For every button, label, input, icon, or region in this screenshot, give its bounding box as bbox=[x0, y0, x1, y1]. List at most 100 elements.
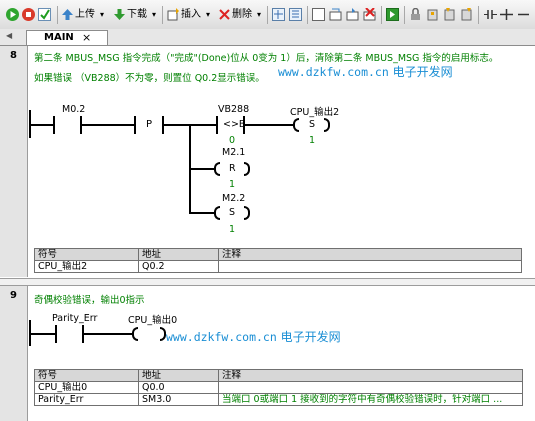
network-9-number: 9 bbox=[10, 290, 17, 301]
contact-icon[interactable] bbox=[484, 8, 497, 21]
compare-value: 0 bbox=[229, 135, 236, 146]
insert-button[interactable]: 插入 bbox=[181, 9, 201, 20]
coil-m22-op[interactable]: S bbox=[229, 207, 236, 218]
network-separator bbox=[0, 278, 535, 286]
table-row[interactable]: Parity_Err SM3.0 当端口 0或端口 1 接收到的字符中有奇偶校验… bbox=[34, 393, 523, 406]
toolbar-separator bbox=[478, 6, 479, 24]
bookmark-icon[interactable] bbox=[426, 8, 439, 21]
download-dropdown-icon[interactable]: ▾ bbox=[152, 10, 157, 19]
watermark-2: www.dzkfw.com.cn 电子开发网 bbox=[166, 328, 341, 345]
network-9-comment-line1: 奇偶校验错误，输出0指示 bbox=[34, 295, 145, 306]
delete-network-icon[interactable] bbox=[363, 7, 376, 21]
contact-m02-left[interactable] bbox=[53, 116, 55, 134]
coil-cpu-out0-label[interactable]: CPU_输出0 bbox=[128, 315, 178, 326]
tab-main[interactable]: MAIN × bbox=[26, 30, 108, 45]
delete-dropdown-icon[interactable]: ▾ bbox=[257, 10, 262, 19]
contact-parity-label[interactable]: Parity_Err bbox=[52, 313, 98, 324]
contact-m02-right[interactable] bbox=[80, 116, 82, 134]
cell-symbol: CPU_输出2 bbox=[34, 260, 139, 273]
wire bbox=[82, 124, 134, 126]
toolbar-separator bbox=[162, 6, 163, 24]
compare-label[interactable]: VB288 bbox=[218, 104, 250, 115]
cell-comment: 当端口 0或端口 1 接收到的字符中有奇偶校验错误时，针对端口 ... bbox=[218, 393, 523, 406]
network-view-icon[interactable] bbox=[272, 8, 285, 21]
network-8-gutter[interactable]: 8 bbox=[0, 46, 28, 277]
coil-m21-op[interactable]: R bbox=[229, 163, 236, 174]
lock-icon[interactable] bbox=[409, 7, 422, 21]
prev-bookmark-icon[interactable] bbox=[443, 8, 456, 21]
upload-button[interactable]: 上传 bbox=[75, 9, 95, 20]
cell-symbol: Parity_Err bbox=[34, 393, 139, 406]
cell-comment bbox=[218, 260, 522, 273]
toolbar-separator bbox=[381, 6, 382, 24]
arrow-icon[interactable] bbox=[517, 8, 530, 21]
wire bbox=[84, 333, 132, 335]
insert-dropdown-icon[interactable]: ▾ bbox=[206, 10, 211, 19]
delete-button[interactable]: 删除 bbox=[232, 9, 252, 20]
compare-operator[interactable]: <>B bbox=[223, 119, 246, 130]
cell-symbol: CPU_输出0 bbox=[34, 381, 139, 394]
watermark-name: 电子开发网 bbox=[280, 330, 341, 344]
header-address: 地址 bbox=[138, 369, 219, 382]
tab-main-label: MAIN bbox=[44, 32, 74, 43]
header-comment: 注释 bbox=[218, 248, 522, 261]
compare-left[interactable] bbox=[216, 116, 218, 134]
network-9-symbol-table: 符号 地址 注释 CPU_输出0 Q0.0 Parity_Err SM3.0 当… bbox=[34, 369, 523, 406]
watermark-1: www.dzkfw.com.cn 电子开发网 bbox=[278, 63, 453, 80]
insert-network-icon[interactable] bbox=[312, 8, 325, 21]
upload-icon[interactable] bbox=[61, 8, 74, 21]
insert-branch-icon[interactable] bbox=[329, 8, 342, 21]
tab-scroll-left-icon[interactable]: ◀ bbox=[6, 31, 13, 40]
compare-right[interactable] bbox=[243, 116, 245, 134]
coil-cpu-out2-left[interactable] bbox=[293, 118, 299, 132]
contact-parity-left[interactable] bbox=[55, 325, 57, 343]
network-8-symbol-table: 符号 地址 注释 CPU_输出2 Q0.2 bbox=[34, 248, 522, 273]
coil-m22-left[interactable] bbox=[214, 206, 220, 220]
contact-parity-right[interactable] bbox=[82, 325, 84, 343]
coil-cpu-out2-op[interactable]: S bbox=[309, 119, 316, 130]
download-button[interactable]: 下载 bbox=[127, 9, 147, 20]
wire bbox=[30, 124, 53, 126]
wire bbox=[189, 168, 214, 170]
coil-m21-label[interactable]: M2.1 bbox=[222, 147, 246, 158]
coil-cpu-out2-right[interactable] bbox=[324, 118, 330, 132]
run-icon[interactable] bbox=[6, 8, 19, 21]
ladder-editor: 8 第二条 MBUS_MSG 指令完成（"完成"(Done)位从 0变为 1）后… bbox=[0, 46, 535, 421]
p-edge-label[interactable]: P bbox=[146, 119, 153, 130]
line-icon[interactable] bbox=[500, 8, 513, 21]
coil-cpu-out2-label[interactable]: CPU_输出2 bbox=[290, 107, 340, 118]
toolbar: 上传 ▾ 下载 ▾ 插入 ▾ 删除 ▾ bbox=[0, 0, 535, 30]
cell-comment bbox=[218, 381, 523, 394]
coil-cpu-out0-right[interactable] bbox=[160, 327, 166, 341]
symbol-table-header: 符号 地址 注释 bbox=[34, 369, 523, 382]
p-edge-right[interactable] bbox=[162, 116, 164, 134]
upload-dropdown-icon[interactable]: ▾ bbox=[100, 10, 105, 19]
coil-m21-right[interactable] bbox=[244, 162, 250, 176]
network-8-comment-line2: 如果错误 （VB288）不为零，则置位 Q0.2显示错误。 bbox=[34, 73, 265, 84]
wire bbox=[30, 333, 55, 335]
table-row[interactable]: CPU_输出0 Q0.0 bbox=[34, 381, 523, 394]
coil-cpu-out0-left[interactable] bbox=[132, 327, 138, 341]
toolbar-separator bbox=[307, 6, 308, 24]
stop-icon[interactable] bbox=[22, 8, 35, 21]
symbol-view-icon[interactable] bbox=[289, 8, 302, 21]
tab-bar: ◀ MAIN × bbox=[0, 29, 535, 46]
download-icon[interactable] bbox=[113, 8, 126, 21]
header-comment: 注释 bbox=[218, 369, 523, 382]
move-network-icon[interactable] bbox=[346, 8, 359, 21]
insert-icon[interactable] bbox=[167, 8, 180, 21]
network-9-gutter[interactable]: 9 bbox=[0, 286, 28, 421]
coil-m22-label[interactable]: M2.2 bbox=[222, 193, 246, 204]
next-bookmark-icon[interactable] bbox=[460, 8, 473, 21]
coil-m21-left[interactable] bbox=[214, 162, 220, 176]
table-row[interactable]: CPU_输出2 Q0.2 bbox=[34, 260, 522, 273]
coil-m22-right[interactable] bbox=[244, 206, 250, 220]
p-edge-left[interactable] bbox=[134, 116, 136, 134]
toolbar-separator bbox=[404, 6, 405, 24]
contact-m02-label[interactable]: M0.2 bbox=[62, 104, 86, 115]
symbol-table-header: 符号 地址 注释 bbox=[34, 248, 522, 261]
compile-icon[interactable] bbox=[38, 8, 51, 21]
tab-close-icon[interactable]: × bbox=[82, 31, 92, 44]
go-to-icon[interactable] bbox=[386, 8, 399, 21]
delete-icon[interactable] bbox=[218, 8, 231, 21]
